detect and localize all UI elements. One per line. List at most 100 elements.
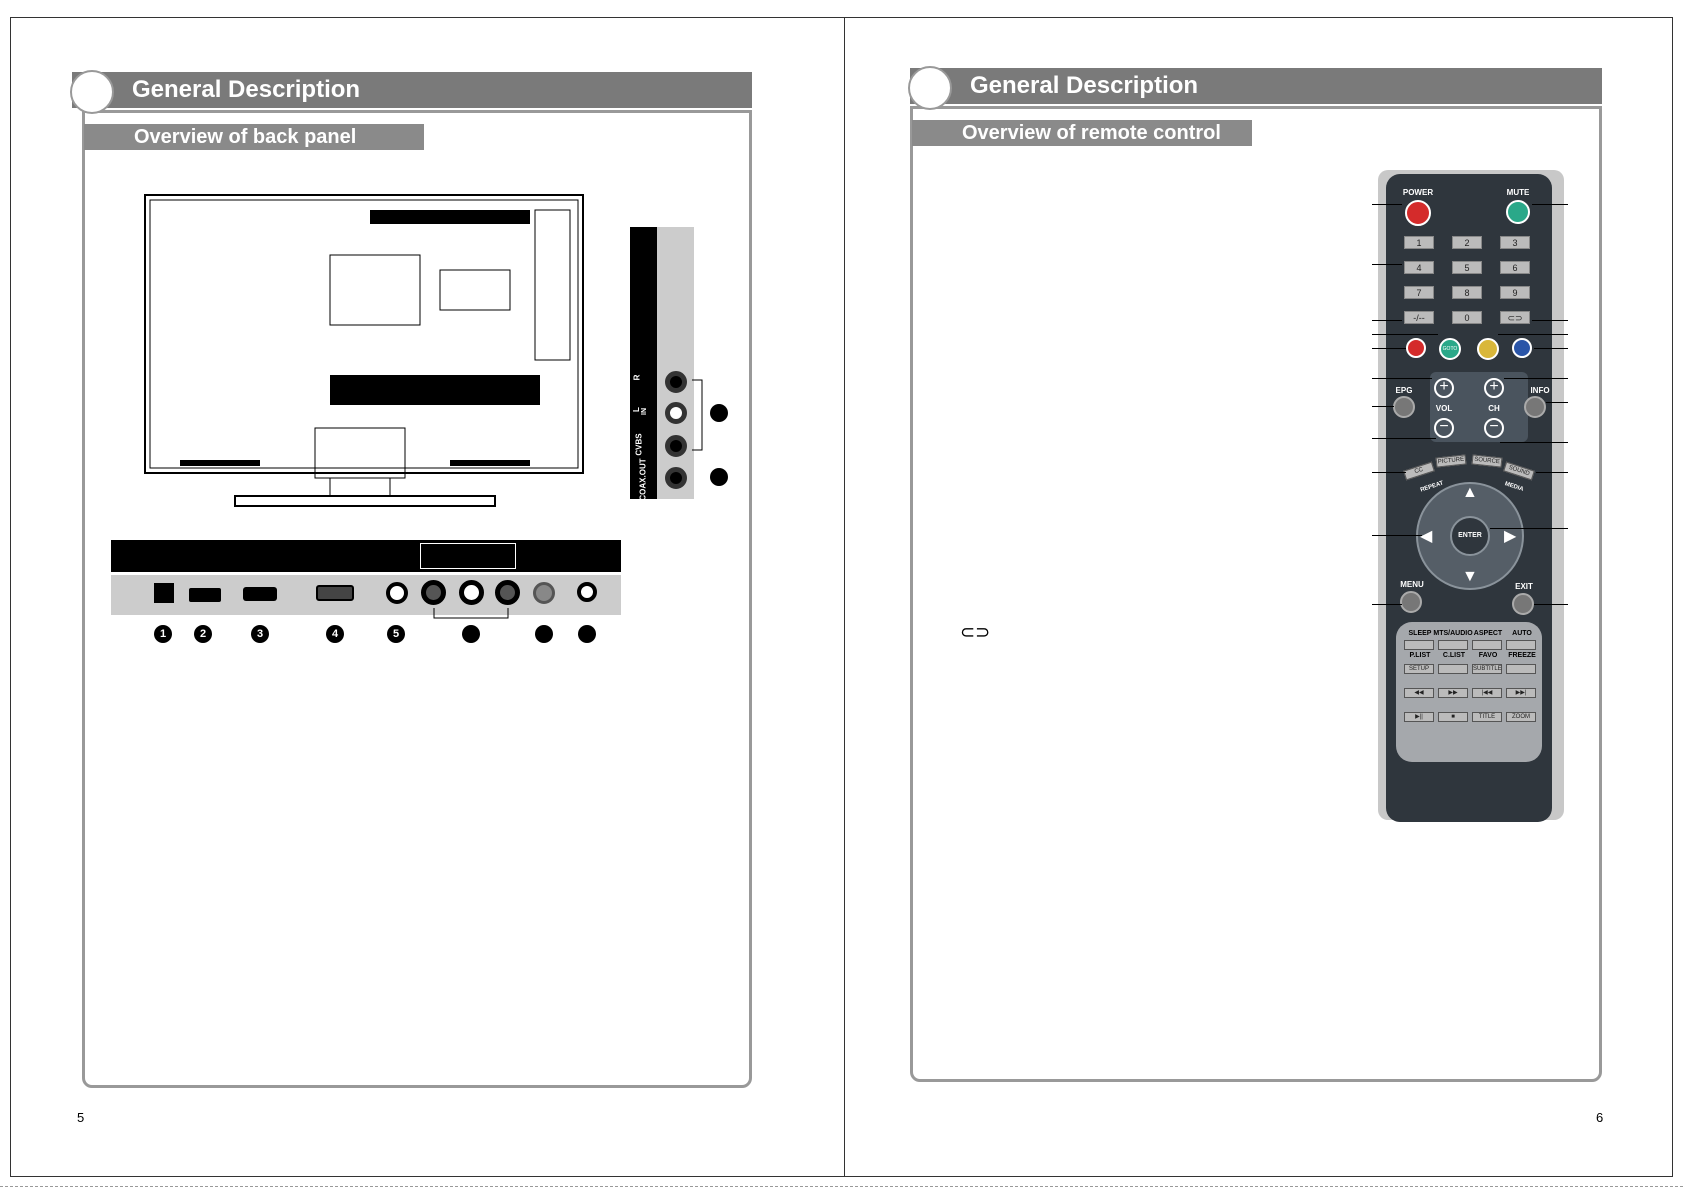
power-button[interactable] — [1405, 200, 1431, 226]
red-button[interactable] — [1406, 338, 1426, 358]
nav-right-icon[interactable]: ▶ — [1504, 528, 1517, 545]
key-0[interactable]: 0 — [1452, 311, 1482, 324]
zoom-button[interactable]: ZOOM — [1506, 712, 1536, 722]
tv-back-illustration — [144, 194, 584, 507]
key-3[interactable]: 3 — [1500, 236, 1530, 249]
side-label-cvbs: CVBS — [634, 433, 644, 456]
clist-label: C.LIST — [1442, 652, 1466, 659]
subtitle-button[interactable]: SUBTITLE — [1472, 664, 1502, 674]
freeze-label: FREEZE — [1508, 652, 1536, 659]
sleep-button[interactable] — [1404, 640, 1434, 650]
prev-button[interactable]: |◀◀ — [1472, 688, 1502, 698]
vol-label: VOL — [1435, 404, 1453, 413]
av-bracket — [433, 608, 509, 619]
blue-button[interactable] — [1512, 338, 1532, 358]
side-panel-gray — [657, 227, 694, 499]
right-header-title: General Description — [910, 68, 1602, 104]
mute-label: MUTE — [1506, 188, 1530, 197]
leader-left-6 — [1372, 378, 1432, 379]
side-label-in: IN — [641, 408, 648, 415]
aspect-button[interactable] — [1472, 640, 1502, 650]
leader-left-11 — [1372, 604, 1402, 605]
connector-marker-2: 2 — [194, 625, 212, 643]
leader-left-10 — [1372, 535, 1422, 536]
menu-button[interactable] — [1400, 591, 1422, 613]
freeze-button[interactable] — [1506, 664, 1536, 674]
key-dash[interactable]: -/-- — [1404, 311, 1434, 324]
info-button[interactable] — [1524, 396, 1546, 418]
rewind-button[interactable]: ◀◀ — [1404, 688, 1434, 698]
key-8[interactable]: 8 — [1452, 286, 1482, 299]
auto-button[interactable] — [1506, 640, 1536, 650]
key-5[interactable]: 5 — [1452, 261, 1482, 274]
title-button[interactable]: TITLE — [1472, 712, 1502, 722]
mute-button[interactable] — [1506, 200, 1530, 224]
clist-button[interactable] — [1438, 664, 1468, 674]
vga-port — [316, 585, 354, 601]
left-section-box — [82, 110, 752, 1088]
leader-left-5 — [1372, 348, 1406, 349]
goto-button[interactable]: GOTO — [1439, 338, 1461, 360]
vol-up-button[interactable]: + — [1434, 378, 1454, 398]
leader-right-4 — [1534, 348, 1568, 349]
favo-label: FAVO — [1478, 652, 1498, 659]
leader-left-1 — [1372, 204, 1402, 205]
setup-button[interactable]: SETUP — [1404, 664, 1434, 674]
play-pause-button[interactable]: ▶|| — [1404, 712, 1434, 722]
yellow-button[interactable] — [1477, 338, 1499, 360]
exit-label: EXIT — [1515, 582, 1533, 591]
connector-marker-8 — [578, 625, 596, 643]
right-page-number: 6 — [1596, 1110, 1604, 1125]
repeat-symbol-icon: ⊂⊃ — [960, 622, 991, 642]
side-marker-1 — [710, 404, 728, 422]
leader-right-2 — [1532, 320, 1568, 321]
leader-right-6 — [1546, 402, 1568, 403]
side-label-r: R — [632, 374, 642, 381]
key-7[interactable]: 7 — [1404, 286, 1434, 299]
key-6[interactable]: 6 — [1500, 261, 1530, 274]
key-9[interactable]: 9 — [1500, 286, 1530, 299]
forward-button[interactable]: ▶▶ — [1438, 688, 1468, 698]
side-marker-2 — [710, 468, 728, 486]
leader-right-7 — [1500, 442, 1568, 443]
key-2[interactable]: 2 — [1452, 236, 1482, 249]
ch-up-button[interactable]: + — [1484, 378, 1504, 398]
epg-label: EPG — [1395, 386, 1413, 395]
next-button[interactable]: ▶▶| — [1506, 688, 1536, 698]
key-4[interactable]: 4 — [1404, 261, 1434, 274]
aspect-label: ASPECT — [1473, 630, 1503, 637]
av-jack-3 — [495, 580, 520, 605]
av-jack-2 — [459, 580, 484, 605]
leader-right-5 — [1504, 378, 1568, 379]
key-1[interactable]: 1 — [1404, 236, 1434, 249]
power-label: POWER — [1402, 188, 1434, 197]
ch-down-button[interactable]: − — [1484, 418, 1504, 438]
enter-button[interactable]: ENTER — [1450, 516, 1490, 556]
right-page-frame — [844, 17, 1673, 1177]
mts-button[interactable] — [1438, 640, 1468, 650]
key-recall[interactable]: ⊂⊃ — [1500, 311, 1530, 324]
nav-left-icon[interactable]: ◀ — [1420, 528, 1433, 545]
plist-label: P.LIST — [1409, 652, 1431, 659]
connector-marker-4: 4 — [326, 625, 344, 643]
exit-button[interactable] — [1512, 593, 1534, 615]
info-label: INFO — [1530, 386, 1550, 395]
leader-right-10 — [1534, 604, 1568, 605]
nav-down-icon[interactable]: ▼ — [1462, 568, 1478, 585]
epg-button[interactable] — [1393, 396, 1415, 418]
connector-strip-black — [111, 540, 621, 572]
nav-up-icon[interactable]: ▲ — [1462, 484, 1478, 501]
leader-left-8 — [1372, 438, 1436, 439]
vol-down-button[interactable]: − — [1434, 418, 1454, 438]
right-section-box — [910, 106, 1602, 1082]
leader-right-1 — [1532, 204, 1568, 205]
bottom-rule — [0, 1186, 1683, 1187]
menu-label: MENU — [1400, 580, 1424, 589]
av-jack-1 — [421, 580, 446, 605]
side-jack-r — [665, 371, 687, 393]
left-header-circle — [70, 70, 114, 114]
stop-button[interactable]: ■ — [1438, 712, 1468, 722]
leader-left-7 — [1372, 406, 1394, 407]
leader-left-9 — [1372, 472, 1406, 473]
connector-marker-1: 1 — [154, 625, 172, 643]
